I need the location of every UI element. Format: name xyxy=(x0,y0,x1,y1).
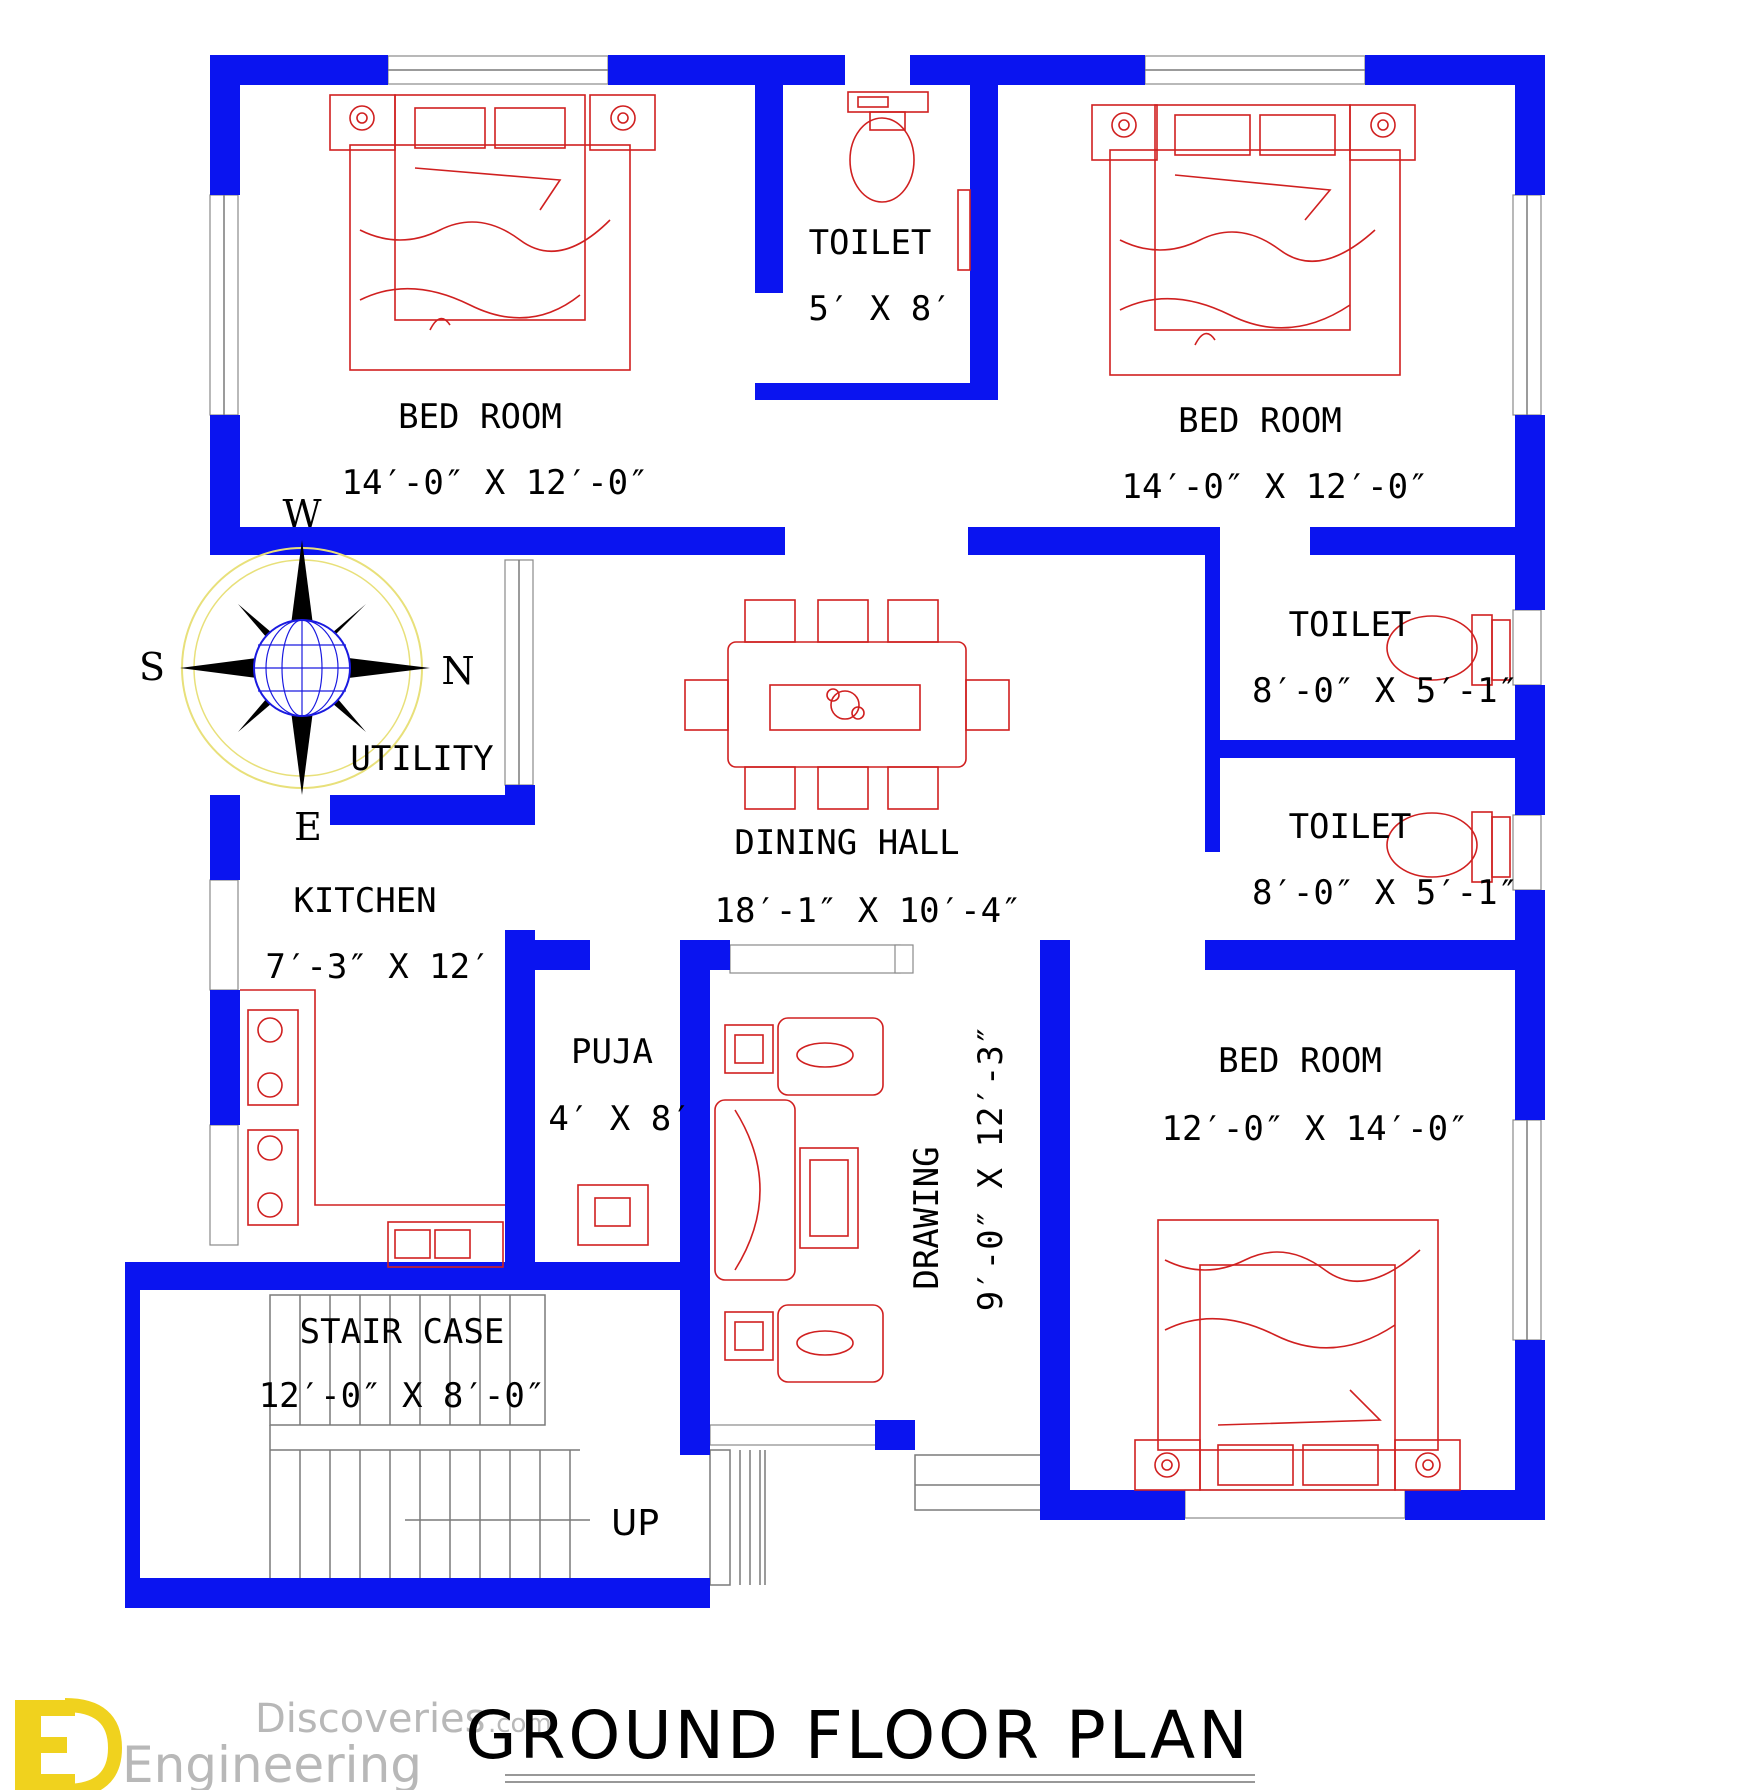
bed3-name: BED ROOM xyxy=(1218,1041,1382,1081)
windows xyxy=(209,55,1542,1519)
utility-name: UTILITY xyxy=(350,739,493,779)
walls xyxy=(125,55,1545,1608)
toilet-r2-name: TOILET xyxy=(1289,807,1412,847)
drawing-size: 9′-0″ X 12′-3″ xyxy=(971,1025,1011,1312)
logo-suffix: .com xyxy=(488,1709,552,1739)
compass-west-label: W xyxy=(282,492,321,536)
bed-1 xyxy=(329,94,656,371)
stair-size: 12′-0″ X 8′-0″ xyxy=(259,1376,546,1416)
kitchen-counter xyxy=(240,989,505,1268)
puja-altar xyxy=(577,1184,649,1246)
plan-title: GROUND FLOOR PLAN xyxy=(465,1697,1255,1783)
bed1-size: 14′-0″ X 12′-0″ xyxy=(341,463,648,503)
drawing-name: DRAWING xyxy=(907,1146,947,1289)
drawing-sofa-set xyxy=(714,1017,884,1383)
logo-discoveries: Discoveries xyxy=(255,1696,486,1742)
logo-engineering: Engineering xyxy=(122,1736,422,1790)
toilet-top-name: TOILET xyxy=(809,223,932,263)
bed3-size: 12′-0″ X 14′-0″ xyxy=(1161,1109,1468,1149)
puja-name: PUJA xyxy=(571,1032,653,1072)
toilet-top-wc xyxy=(847,91,971,271)
bed-3 xyxy=(1134,1219,1461,1491)
toilet-r1-name: TOILET xyxy=(1289,605,1412,645)
kitchen-name: KITCHEN xyxy=(293,881,436,921)
bed2-size: 14′-0″ X 12′-0″ xyxy=(1121,467,1428,507)
dining-name: DINING HALL xyxy=(734,823,959,863)
compass-east-label: E xyxy=(294,805,322,849)
window-bottom-bed3 xyxy=(1184,1489,1406,1519)
toilet-r1-wc xyxy=(1386,614,1511,686)
page-title: GROUND FLOOR PLAN xyxy=(465,1697,1250,1774)
toilet-r2-wc xyxy=(1386,811,1511,883)
window-kitchen-lower xyxy=(209,1124,239,1246)
staircase-lines xyxy=(269,1294,1046,1586)
window-drawing-bottom xyxy=(709,1424,881,1446)
bed2-name: BED ROOM xyxy=(1178,401,1342,441)
toilet-r1-size: 8′-0″ X 5′-1″ xyxy=(1252,671,1518,711)
bed1-name: BED ROOM xyxy=(398,397,562,437)
dining-size: 18′-1″ X 10′-4″ xyxy=(714,891,1021,931)
dining-table xyxy=(684,599,1010,810)
stair-up-label: UP xyxy=(611,1503,659,1544)
kitchen-size: 7′-3″ X 12′ xyxy=(265,947,490,987)
toilet-r2-size: 8′-0″ X 5′-1″ xyxy=(1252,873,1518,913)
compass-rose: W S N E xyxy=(139,492,475,849)
stair-name: STAIR CASE xyxy=(300,1312,505,1352)
toilet-top-size: 5′ X 8′ xyxy=(808,289,951,329)
compass-south-label: S xyxy=(139,645,165,689)
room-labels: BED ROOM 14′-0″ X 12′-0″ TOILET 5′ X 8′ … xyxy=(259,223,1518,1544)
window-kitchen-upper xyxy=(209,879,239,991)
engineering-discoveries-logo: Discoveries .com Engineering xyxy=(15,1696,552,1790)
puja-size: 4′ X 8′ xyxy=(548,1099,691,1139)
compass-north-label: N xyxy=(441,649,474,693)
window-drawing-top xyxy=(729,944,901,974)
bed-2 xyxy=(1091,104,1416,376)
